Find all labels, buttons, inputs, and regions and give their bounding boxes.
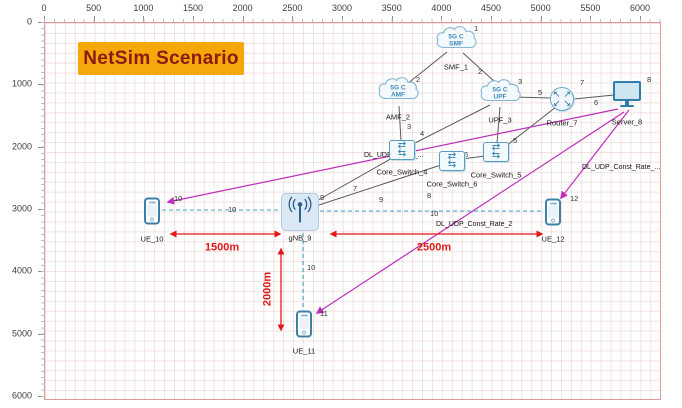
ruler-tick-label: 1000 xyxy=(133,3,154,13)
ruler-tick-label: 5000 xyxy=(11,328,32,339)
ruler-tick xyxy=(93,16,95,22)
ruler-tick xyxy=(38,333,44,335)
ruler-tick xyxy=(391,16,393,22)
ruler-tick xyxy=(38,271,44,273)
ruler-tick-label: 6000 xyxy=(11,390,32,401)
ruler-tick xyxy=(491,16,493,22)
ruler-tick-label: 4000 xyxy=(431,3,452,13)
ruler-tick-label: 1000 xyxy=(11,78,32,89)
ruler-tick-label: 2000 xyxy=(11,141,32,152)
ruler-tick-label: 500 xyxy=(86,3,102,13)
ruler-tick-label: 1500 xyxy=(182,3,204,13)
ruler-tick xyxy=(38,208,44,210)
ruler-tick-label: 6000 xyxy=(630,3,651,13)
ruler-tick-label: 4500 xyxy=(481,3,502,13)
ruler-tick-label: 3000 xyxy=(332,3,353,13)
ruler-tick xyxy=(342,16,344,22)
ruler-tick xyxy=(590,16,592,22)
ruler-tick xyxy=(143,16,145,22)
ruler-tick xyxy=(242,16,244,22)
ruler-tick xyxy=(640,16,642,22)
ruler-tick-label: 3500 xyxy=(381,3,402,13)
ruler-tick xyxy=(441,16,443,22)
scenario-canvas[interactable] xyxy=(44,22,661,400)
ruler-tick xyxy=(193,16,194,22)
ruler-tick xyxy=(540,16,542,22)
ruler-tick xyxy=(38,84,44,86)
ruler-tick xyxy=(292,16,294,22)
ruler-tick xyxy=(44,16,45,22)
ruler-tick-label: 5000 xyxy=(530,3,551,13)
top-ruler: 0 500 1000 1500 2000 2500 3000 3500 4000 4500 5000… xyxy=(41,0,662,22)
ruler-tick xyxy=(38,22,44,23)
ruler-tick-label: 0 xyxy=(41,3,47,13)
ruler-tick-label: 2000 xyxy=(232,3,253,13)
scenario-title-text: NetSim Scenario xyxy=(83,47,239,69)
scenario-title-banner[interactable]: NetSim Scenario xyxy=(78,42,244,75)
ruler-tick-label: 4000 xyxy=(11,265,32,276)
ruler-tick-label: 3000 xyxy=(11,203,32,214)
ruler-tick-label: 5500 xyxy=(580,3,601,13)
ruler-tick-label: 2500 xyxy=(282,3,303,13)
left-ruler: 0 1000 2000 3000 4000 5000 6000 xyxy=(0,17,44,401)
ruler-tick-label: 0 xyxy=(26,16,32,27)
ruler-tick xyxy=(38,146,44,148)
ruler-tick xyxy=(38,395,44,397)
